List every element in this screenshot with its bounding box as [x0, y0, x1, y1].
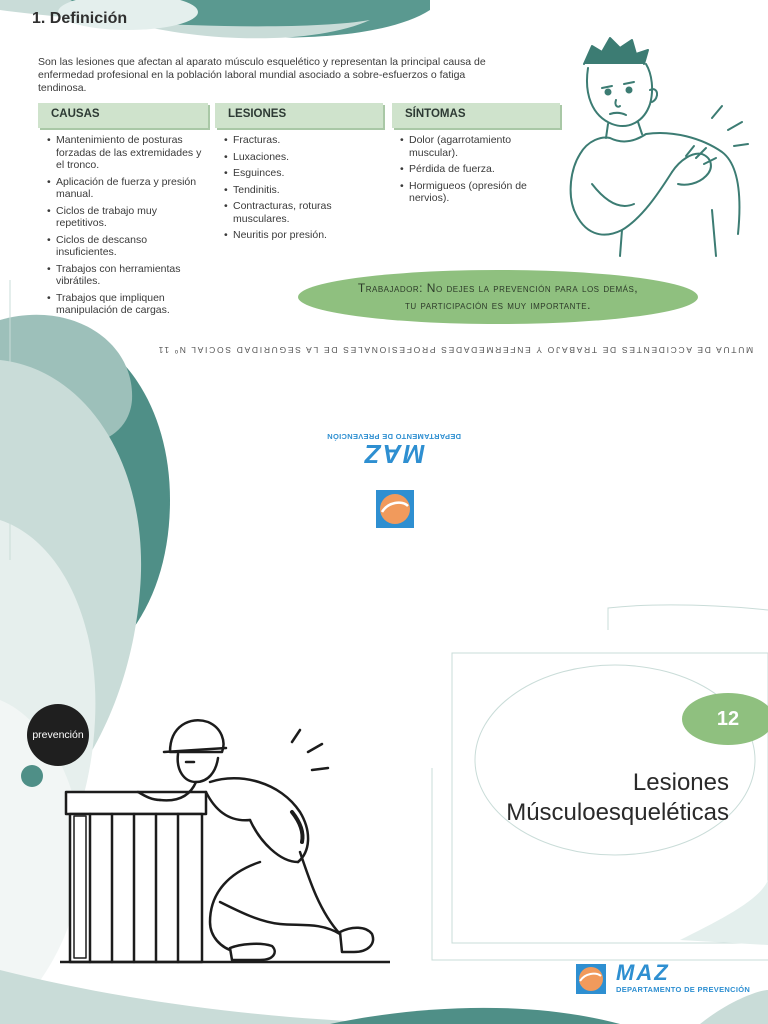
maz-emblem-icon — [576, 964, 606, 994]
section-title: 1. Definición — [32, 10, 128, 27]
maz-wordmark: MAZ — [616, 960, 670, 985]
issue-number-badge: 12 — [682, 693, 768, 745]
list-item: Mantenimiento de posturas forzadas de la… — [47, 134, 207, 172]
column-header-lesiones: LESIONES — [215, 103, 383, 128]
list-item: Tendinitis. — [224, 184, 354, 197]
list-item: Pérdida de fuerza. — [400, 163, 540, 176]
list-item: Dolor (agarrotamiento muscular). — [400, 134, 540, 159]
list-item: Hormigueos (opresión de nervios). — [400, 180, 540, 205]
column-header-sintomas: SÍNTOMAS — [392, 103, 560, 128]
banner-line-1: Trabajador: No dejes la prevención para … — [357, 281, 639, 295]
list-item: Ciclos de trabajo muy repetitivos. — [47, 205, 207, 230]
sintomas-list: Dolor (agarrotamiento muscular). Pérdida… — [400, 134, 540, 209]
list-item: Esguinces. — [224, 167, 354, 180]
maz-logo-upside-down: MAZ DEPARTAMENTO DE PREVENCIÓN — [316, 432, 472, 469]
prevention-banner: Trabajador: No dejes la prevención para … — [298, 270, 698, 324]
worker-lifting-box-illustration — [60, 719, 390, 964]
lesiones-list: Fracturas. Luxaciones. Esguinces. Tendin… — [224, 134, 354, 246]
list-item: Trabajos con herramientas vibrátiles. — [47, 263, 207, 288]
cover-title-line-2: Músculoesqueléticas — [506, 799, 729, 826]
worker-shoulder-pain-illustration — [569, 37, 749, 257]
maz-logo: MAZ DEPARTAMENTO DE PREVENCIÓN — [576, 960, 750, 996]
column-header-causas: CAUSAS — [38, 103, 208, 128]
intro-paragraph: Son las lesiones que afectan al aparato … — [38, 56, 486, 94]
mutua-upside-down-text: MUTUA DE ACCIDENTES DE TRABAJO Y ENFERME… — [156, 345, 754, 355]
maz-emblem-icon — [376, 490, 414, 528]
list-item: Contracturas, roturas musculares. — [224, 200, 354, 225]
cover-title: Lesiones Músculoesqueléticas — [506, 768, 729, 828]
department-label: DEPARTAMENTO DE PREVENCIÓN — [326, 432, 462, 441]
prevention-tag: prevención — [27, 704, 89, 766]
causas-list: Mantenimiento de posturas forzadas de la… — [47, 134, 207, 321]
list-item: Fracturas. — [224, 134, 354, 147]
list-item: Ciclos de descanso insuficientes. — [47, 234, 207, 259]
cover-title-line-1: Lesiones — [632, 769, 729, 796]
banner-line-2: tu participación es muy importante. — [405, 298, 591, 312]
department-label: DEPARTAMENTO DE PREVENCIÓN — [616, 985, 751, 994]
maz-wordmark: MAZ — [362, 439, 426, 469]
list-item: Trabajos que impliquen manipulación de c… — [47, 292, 207, 317]
list-item: Luxaciones. — [224, 151, 354, 164]
list-item: Neuritis por presión. — [224, 229, 354, 242]
list-item: Aplicación de fuerza y presión manual. — [47, 176, 207, 201]
